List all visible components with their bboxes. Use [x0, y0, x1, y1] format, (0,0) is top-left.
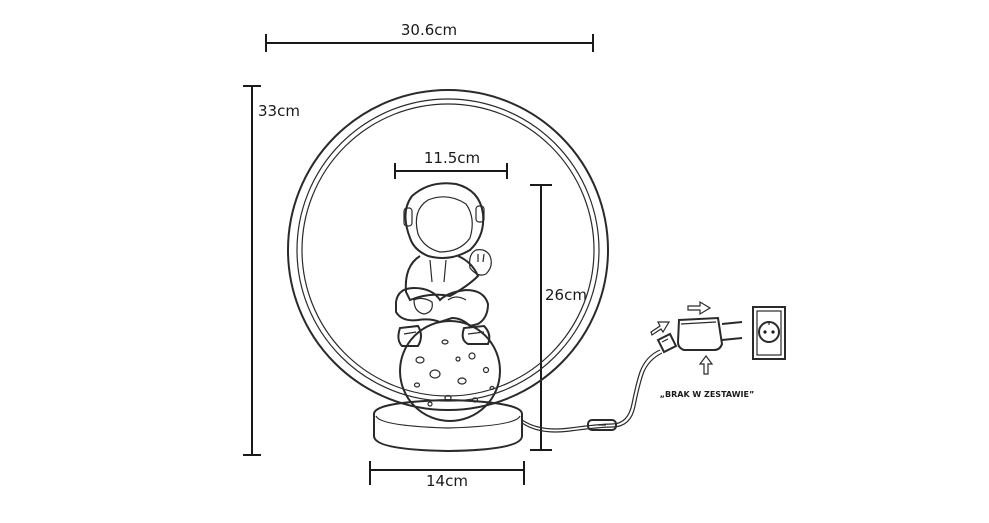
- arrow-icon: [698, 355, 714, 375]
- base-width-label: 14cm: [426, 472, 468, 490]
- arrow-icon: [687, 300, 712, 316]
- adapter-not-included-note: „BRAK W ZESTAWIE”: [660, 390, 755, 399]
- power-cable: [521, 332, 678, 433]
- power-adapter: [676, 316, 743, 351]
- figure-width-label: 11.5cm: [424, 149, 480, 167]
- lamp-base: [373, 398, 523, 453]
- total-width-label: 30.6cm: [401, 21, 457, 39]
- moon-sphere: [399, 320, 501, 422]
- base-width-dimension: 14cm: [369, 461, 525, 490]
- wall-socket: [752, 306, 786, 360]
- arrow-icon: [650, 321, 671, 336]
- total-height-label: 33cm: [258, 102, 300, 120]
- figure-height-label: 26cm: [545, 286, 587, 304]
- total-width-dimension: 30.6cm: [265, 21, 594, 52]
- figure-width-dimension: 11.5cm: [394, 149, 508, 179]
- astronaut-figure: [395, 182, 492, 347]
- figure-height-dimension: 26cm: [530, 184, 587, 451]
- lamp-ring: [287, 89, 609, 411]
- total-height-dimension: 33cm: [243, 85, 300, 456]
